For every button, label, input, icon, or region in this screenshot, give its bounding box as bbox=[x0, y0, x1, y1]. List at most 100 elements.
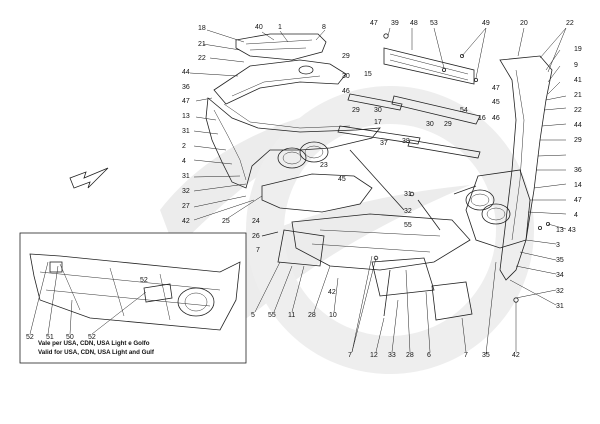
callout: 40 bbox=[255, 24, 263, 31]
callout: 2 bbox=[182, 143, 186, 150]
callout: 1 bbox=[278, 24, 282, 31]
callout: 15 bbox=[364, 71, 372, 78]
callout: 46 bbox=[492, 115, 500, 122]
callout: 9 bbox=[574, 62, 578, 69]
callout: 21 bbox=[574, 92, 582, 99]
callout: 36 bbox=[182, 84, 190, 91]
callout: 33 bbox=[388, 352, 396, 359]
callout: 29 bbox=[352, 107, 360, 114]
callout: 3 bbox=[556, 242, 560, 249]
callout: 54 bbox=[460, 107, 468, 114]
callout: 31 bbox=[556, 303, 564, 310]
callout: 7 bbox=[348, 352, 352, 359]
struts bbox=[261, 149, 477, 317]
callout: 4 bbox=[182, 158, 186, 165]
callout: 14 bbox=[574, 182, 582, 189]
callout: 4 bbox=[574, 212, 578, 219]
callout: 52 bbox=[88, 334, 96, 341]
callout: 12 bbox=[370, 352, 378, 359]
callout: 51 bbox=[46, 334, 54, 341]
callout: 17 bbox=[374, 119, 382, 126]
callout: 44 bbox=[182, 69, 190, 76]
callout: 8 bbox=[322, 24, 326, 31]
callout: 31 bbox=[182, 173, 190, 180]
callout: 32 bbox=[556, 288, 564, 295]
callout: 34 bbox=[556, 272, 564, 279]
callout: 31 bbox=[404, 191, 412, 198]
callout: 20 bbox=[520, 20, 528, 27]
callout: 18 bbox=[198, 25, 206, 32]
callout: 55 bbox=[268, 312, 276, 319]
callout: 46 bbox=[342, 88, 350, 95]
inset-caption: Vale per USA, CDN, USA Light e Golfo Val… bbox=[38, 340, 155, 356]
callout: 48 bbox=[410, 20, 418, 27]
callout: 42 bbox=[512, 352, 520, 359]
underbody-panels bbox=[261, 173, 473, 321]
callout: 55 bbox=[404, 222, 412, 229]
callout: 16 bbox=[478, 115, 486, 122]
upper-cross-members bbox=[337, 47, 481, 159]
right-side-panel bbox=[465, 55, 553, 281]
top-cover-parts bbox=[213, 33, 347, 105]
callout: 28 bbox=[308, 312, 316, 319]
callout: 6 bbox=[427, 352, 431, 359]
callout: 43 bbox=[568, 227, 576, 234]
callout-labels: 18 40 1 8 47 39 53 49 20 22 21 22 29 48 … bbox=[26, 20, 582, 359]
callout: 30 bbox=[426, 121, 434, 128]
inset-detail bbox=[19, 232, 247, 364]
callout: 35 bbox=[556, 257, 564, 264]
callout: 11 bbox=[288, 312, 295, 319]
callout: 42 bbox=[328, 289, 336, 296]
left-side-panel bbox=[205, 97, 381, 189]
callout: 37 bbox=[380, 140, 388, 147]
callout: 47 bbox=[370, 20, 378, 27]
callout: 32 bbox=[404, 208, 412, 215]
callout: 26 bbox=[252, 233, 260, 240]
callout: 29 bbox=[574, 137, 582, 144]
callout: 7 bbox=[464, 352, 468, 359]
callout: 13 bbox=[556, 227, 564, 234]
callout: 22 bbox=[566, 20, 574, 27]
callout: 47 bbox=[182, 98, 190, 105]
inset-caption-line1: Vale per USA, CDN, USA Light e Golfo bbox=[38, 340, 150, 347]
callout: 27 bbox=[182, 203, 190, 210]
leader-lines bbox=[29, 27, 567, 355]
callout: 49 bbox=[482, 20, 490, 27]
callout: 22 bbox=[198, 55, 206, 62]
callout: 50 bbox=[66, 334, 74, 341]
callout: 28 bbox=[406, 352, 414, 359]
callout: 42 bbox=[182, 218, 190, 225]
callout: 52 bbox=[26, 334, 34, 341]
callout: 31 bbox=[182, 128, 190, 135]
callout: 7 bbox=[256, 247, 260, 254]
callout: 29 bbox=[444, 121, 452, 128]
inset-caption-line2: Valid for USA, CDN, USA Light and Gulf bbox=[38, 349, 155, 356]
callout: 44 bbox=[574, 122, 582, 129]
callout: 36 bbox=[574, 167, 582, 174]
callout: 25 bbox=[222, 218, 230, 225]
callout: 38 bbox=[402, 138, 410, 145]
callout: 10 bbox=[329, 312, 337, 319]
callout: 30 bbox=[342, 73, 350, 80]
callout: 35 bbox=[482, 352, 490, 359]
callout: 19 bbox=[574, 46, 582, 53]
callout: 45 bbox=[492, 99, 500, 106]
callout: 45 bbox=[338, 176, 346, 183]
callout: 23 bbox=[320, 162, 328, 169]
callout: 30 bbox=[374, 107, 382, 114]
callout: 52 bbox=[140, 277, 148, 284]
callout: 29 bbox=[342, 53, 350, 60]
callout: 47 bbox=[574, 197, 582, 204]
callout: 21 bbox=[198, 41, 206, 48]
callout: 24 bbox=[252, 218, 260, 225]
callout: 22 bbox=[574, 107, 582, 114]
callout: 53 bbox=[430, 20, 438, 27]
callout: 47 bbox=[492, 85, 500, 92]
callout: 5 bbox=[251, 312, 255, 319]
direction-arrow-icon bbox=[69, 167, 109, 189]
callout: 41 bbox=[574, 77, 582, 84]
callout: 32 bbox=[182, 188, 190, 195]
callout: 39 bbox=[391, 20, 399, 27]
